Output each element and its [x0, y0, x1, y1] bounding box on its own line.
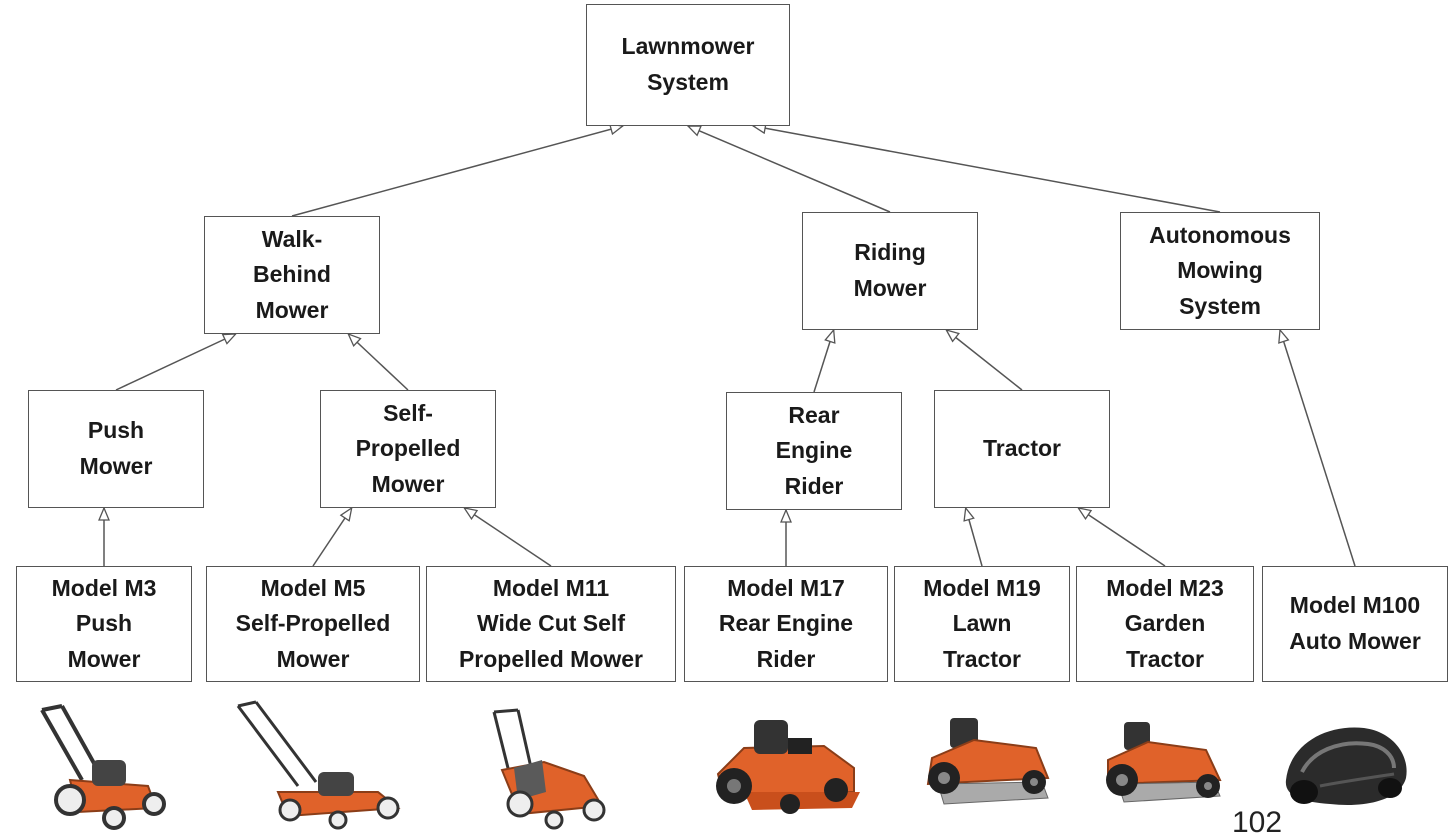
edge-rear_engine-to-riding — [813, 330, 834, 393]
node-self-propelled-mower: Self- Propelled Mower — [320, 390, 496, 508]
wide-cut-self-propelled-mower-image — [492, 708, 606, 830]
edge-m100-to-autonomous — [1280, 330, 1356, 567]
node-model-m100: Model M100 Auto Mower — [1262, 566, 1448, 682]
node-model-m19: Model M19 Lawn Tractor — [894, 566, 1070, 682]
node-riding-mower: Riding Mower — [802, 212, 978, 330]
page-number: 102 — [1232, 806, 1283, 839]
zero-turn-rider-image — [716, 720, 860, 814]
edge-autonomous-to-root — [753, 126, 1221, 213]
edge-m19-to-tractor — [966, 508, 983, 567]
edge-walk_behind-to-root — [291, 126, 623, 217]
node-model-m17: Model M17 Rear Engine Rider — [684, 566, 888, 682]
node-walk-behind-mower: Walk- Behind Mower — [204, 216, 380, 334]
push-mower-image — [40, 704, 166, 830]
self-propelled-mower-image — [236, 700, 401, 830]
edge-m5-to-self_propelled — [312, 508, 352, 567]
edge-m23-to-tractor — [1078, 508, 1166, 567]
edge-self_propelled-to-walk_behind — [348, 334, 409, 391]
node-push-mower: Push Mower — [28, 390, 204, 508]
node-model-m5: Model M5 Self-Propelled Mower — [206, 566, 420, 682]
robotic-mower-image — [1285, 727, 1407, 805]
node-rear-engine-rider: Rear Engine Rider — [726, 392, 902, 510]
node-lawnmower-system: Lawnmower System — [586, 4, 790, 126]
garden-tractor-image — [1106, 722, 1222, 803]
node-autonomous-mowing-system: Autonomous Mowing System — [1120, 212, 1320, 330]
node-tractor: Tractor — [934, 390, 1110, 508]
node-model-m11: Model M11 Wide Cut Self Propelled Mower — [426, 566, 676, 682]
edge-m11-to-self_propelled — [464, 508, 552, 567]
lawn-tractor-image — [926, 718, 1050, 805]
node-model-m23: Model M23 Garden Tractor — [1076, 566, 1254, 682]
edge-riding-to-root — [688, 125, 891, 213]
edge-tractor-to-riding — [946, 330, 1023, 391]
edge-push-to-walk_behind — [115, 334, 236, 391]
node-model-m3: Model M3 Push Mower — [16, 566, 192, 682]
